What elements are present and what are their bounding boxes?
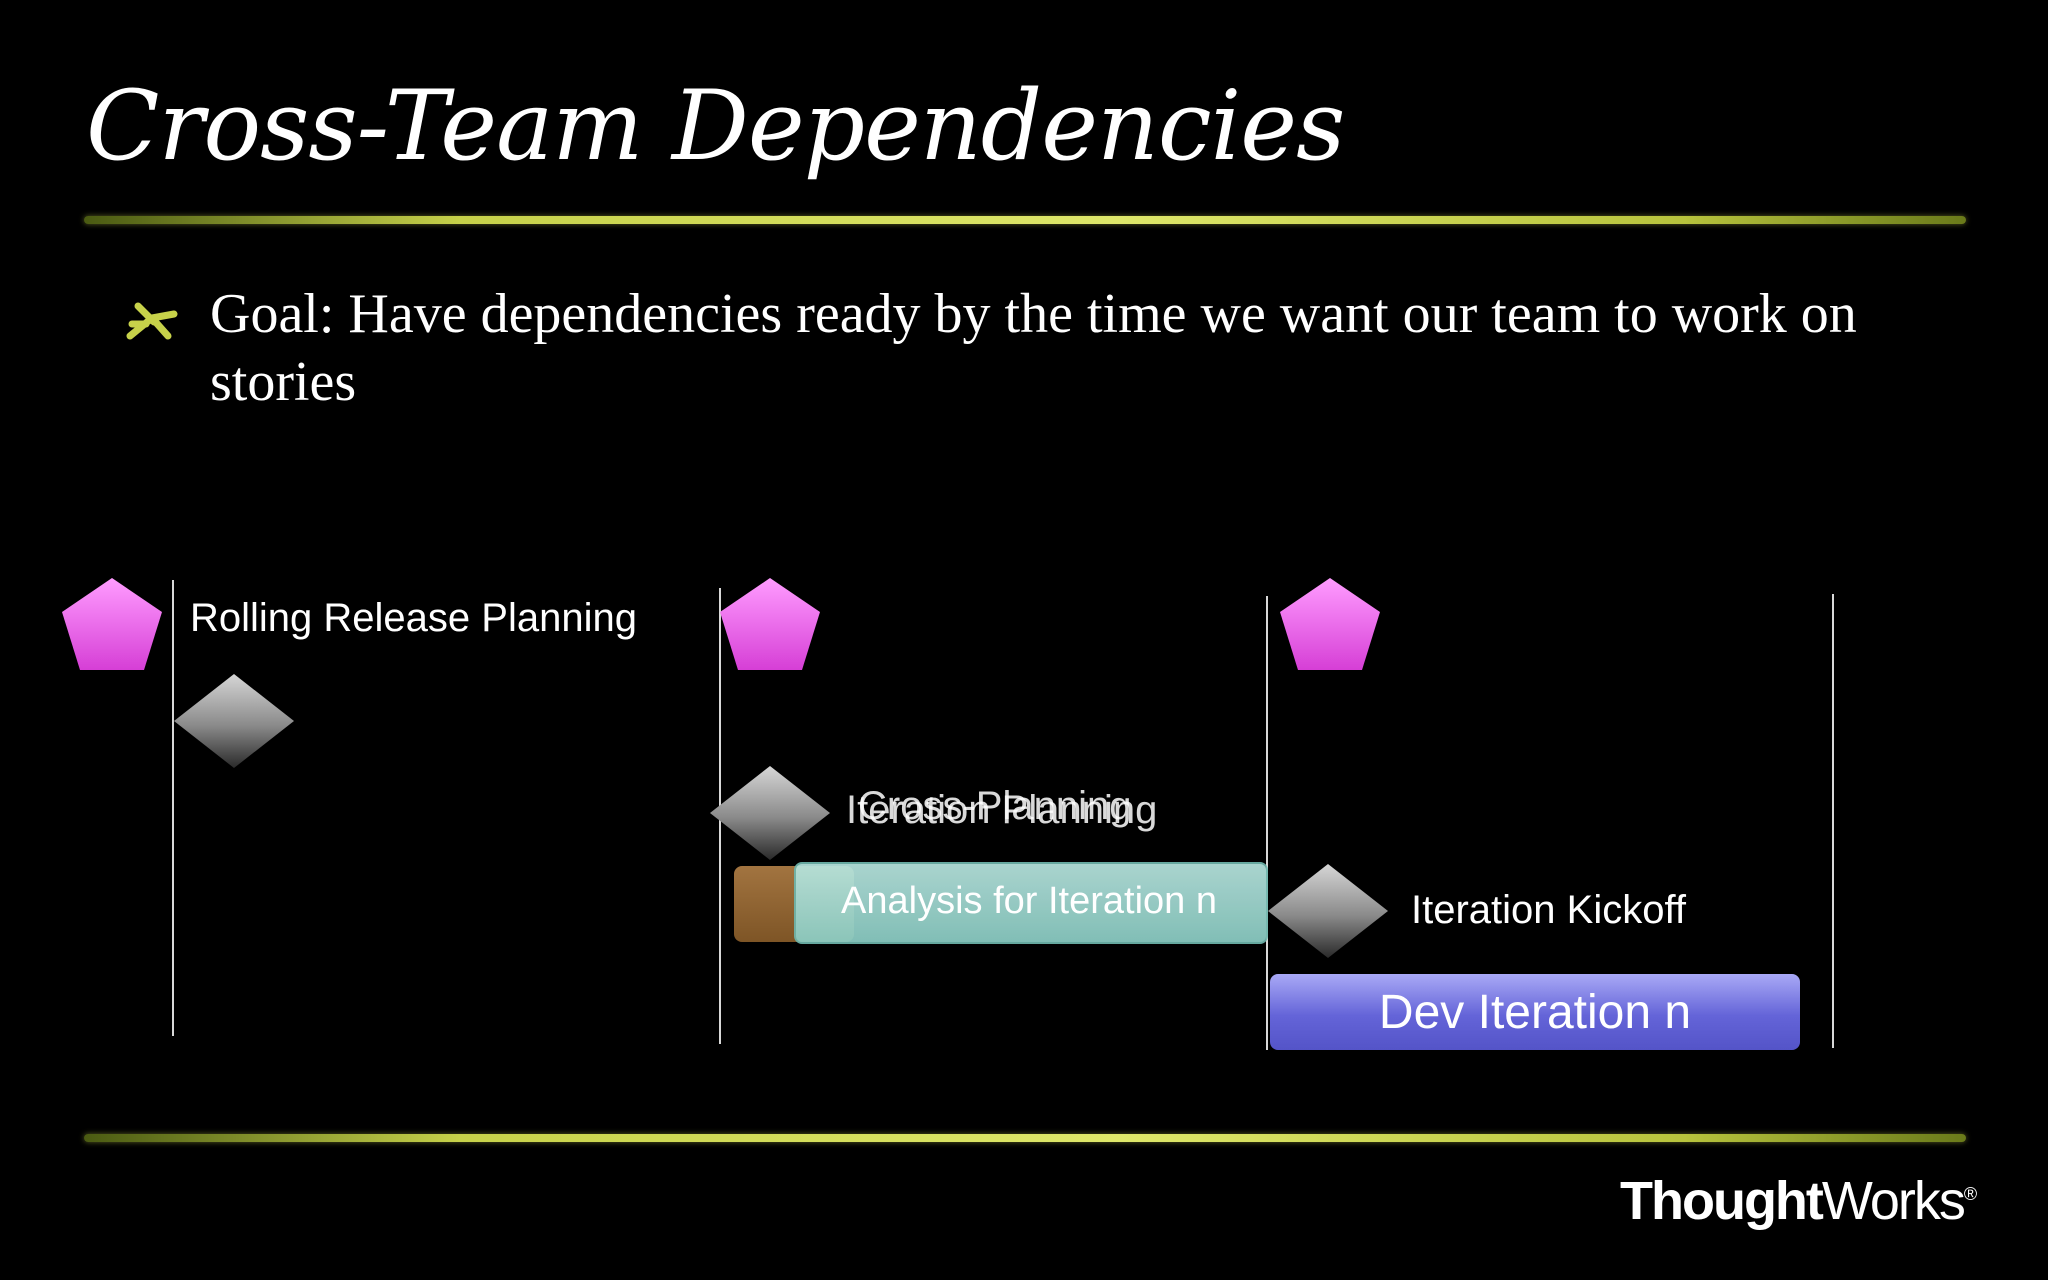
dev-iteration-bar: Dev Iteration n [1270,974,1800,1050]
event-diamond-icon [174,674,294,768]
thoughtworks-logo: ThoughtWorks® [1620,1170,1977,1240]
logo-regular-part: Works [1821,1171,1966,1231]
bullet-star-icon [126,302,178,340]
event-diamond-icon [1268,864,1388,958]
goal-bullet-text: Goal: Have dependencies ready by the tim… [210,283,1857,413]
dev-iteration-bar-label: Dev Iteration n [1378,985,1692,1039]
top-rule [84,216,1966,224]
bottom-rule [84,1134,1966,1142]
milestone-pentagon-icon [720,578,820,670]
logo-registered-mark: ® [1963,1184,1977,1204]
milestone-pentagon-icon [62,578,162,670]
event-diamond-icon [710,766,830,860]
milestone-pentagon-icon [1280,578,1380,670]
label-iteration-kickoff: Iteration Kickoff [1411,888,1686,932]
timeline-divider-3 [1266,596,1268,1050]
analysis-bar [794,862,1268,944]
timeline-divider-4 [1832,594,1834,1048]
label-rolling-release-planning: Rolling Release Planning [190,596,637,640]
timeline-divider-1 [172,580,174,1036]
slide-title: Cross-Team Dependencies [86,70,1345,182]
label-iteration-planning: Iteration Planning [846,788,1158,832]
logo-bold-part: Thought [1620,1171,1824,1231]
analysis-bar-label: Analysis for Iteration n [841,879,1217,922]
label-cross-planning: Cross-Planning [858,784,1132,828]
